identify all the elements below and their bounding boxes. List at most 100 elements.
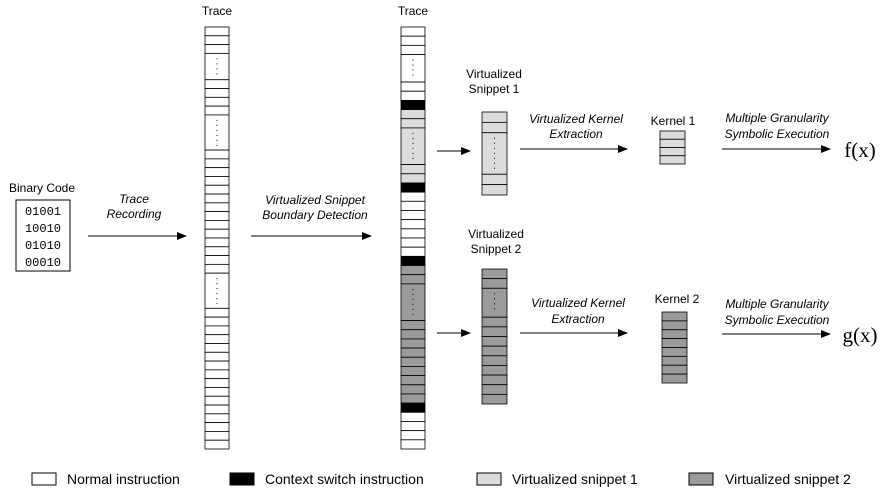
instruction-cell: [400, 90, 426, 101]
instruction-cell: [400, 191, 426, 202]
instruction-cell: [204, 422, 230, 432]
legend-swatch-context-switch: [229, 472, 255, 486]
instruction-cell: [400, 237, 426, 248]
snippet-cell: [661, 355, 688, 366]
snippet2-column: [481, 268, 508, 405]
snippet-cell: [481, 173, 508, 186]
snippet-cell: [661, 320, 688, 331]
snippet-cell: [481, 287, 508, 318]
snippet-cell: [481, 278, 508, 289]
symbolic-execution-label: Multiple Granularity: [725, 297, 829, 311]
binary-code-block: Binary Code 01001 10010 01010 00010: [9, 181, 75, 272]
instruction-cell: [204, 307, 230, 318]
instruction-cell: [204, 35, 230, 45]
instruction-cell: [204, 387, 230, 397]
binary-code-line: 00010: [25, 256, 61, 270]
snippet-cell: [400, 384, 426, 395]
instruction-cell: [204, 413, 230, 424]
instruction-cell: [400, 200, 426, 211]
instruction-cell: [204, 351, 230, 362]
snippet-cell: [481, 336, 508, 347]
symbolic-execution-label: Symbolic Execution: [725, 127, 830, 141]
instruction-cell: [204, 228, 230, 239]
instruction-cell: [400, 430, 426, 441]
instruction-cell: [204, 167, 230, 177]
symbolic-execution-label: Symbolic Execution: [725, 313, 830, 327]
binary-code-line: 01001: [25, 205, 61, 219]
instruction-cell: [204, 96, 230, 107]
instruction-cell: [400, 210, 426, 221]
instruction-cell: [400, 246, 426, 257]
trace-column: [204, 26, 230, 450]
instruction-cell: [400, 439, 426, 450]
snippet-cell: [659, 130, 686, 140]
snippet1-title: Virtualized: [466, 67, 522, 81]
snippet1-title: Snippet 1: [469, 82, 520, 96]
snippet-cell: [481, 355, 508, 366]
instruction-cell: [204, 439, 230, 450]
instruction-cell: [204, 26, 230, 37]
symbolic-execution-label: Multiple Granularity: [725, 111, 829, 125]
legend-label-snippet2: Virtualized snippet 2: [725, 471, 851, 487]
context-switch-cell: [400, 99, 426, 110]
instruction-cell: [204, 334, 230, 344]
snippet-cell: [481, 365, 508, 376]
trace-title: Trace: [398, 4, 429, 18]
instruction-cell: [204, 404, 230, 415]
trace-title: Trace: [202, 4, 233, 18]
snippet-cell: [661, 364, 688, 375]
snippet1-column: [481, 111, 508, 196]
legend-swatch-snippet1: [476, 472, 502, 486]
snippet-cell: [400, 265, 426, 276]
snippet2-title: Snippet 2: [471, 242, 522, 256]
snippet-cell: [481, 374, 508, 386]
legend: Normal instruction Context switch instru…: [31, 471, 851, 487]
instruction-cell: [204, 44, 230, 54]
kernel2-column: [661, 311, 688, 384]
snippet2-title: Virtualized: [468, 227, 524, 241]
snippet-cell: [661, 338, 688, 348]
snippet-cell: [661, 329, 688, 340]
instruction-cell: [400, 26, 426, 37]
instruction-cell: [204, 193, 230, 204]
snippet-cell: [400, 366, 426, 377]
instruction-cell: [204, 237, 230, 248]
snippet-cell: [400, 356, 426, 367]
instruction-cell: [400, 421, 426, 432]
instruction-cell: [400, 35, 426, 46]
instruction-cell: [204, 105, 230, 116]
snippet-cell: [481, 121, 508, 134]
instruction-cell: [204, 246, 230, 256]
snippet-cell: [661, 373, 688, 384]
snippet-cell: [400, 173, 426, 184]
snippet-cell: [481, 384, 508, 395]
instruction-cell: [400, 411, 426, 422]
legend-swatch-normal: [31, 472, 57, 486]
instruction-cell: [204, 431, 230, 441]
kernel1-column: [659, 130, 686, 165]
snippet-cell: [661, 311, 688, 322]
snippet-cell: [481, 268, 508, 280]
instruction-cell: [204, 176, 230, 186]
trace-column-annotated: [400, 26, 426, 450]
instruction-cell: [204, 325, 230, 336]
instruction-cell: [204, 211, 230, 221]
context-switch-cell: [400, 402, 426, 413]
binary-code-title: Binary Code: [9, 181, 75, 195]
kernel-extraction-label: Extraction: [549, 127, 603, 141]
instruction-cell: [204, 255, 230, 265]
snippet-cell: [400, 118, 426, 129]
instruction-cell: [204, 79, 230, 89]
instruction-cell: [204, 343, 230, 353]
trace-recording-label: Recording: [107, 207, 162, 221]
instruction-cell: [204, 158, 230, 169]
instruction-cell: [204, 220, 230, 230]
snippet-cell: [400, 375, 426, 386]
instruction-cell: [204, 395, 230, 406]
instruction-cell: [204, 184, 230, 195]
kernel-extraction-label: Virtualized Kernel: [531, 296, 625, 310]
snippet-cell: [481, 316, 508, 328]
snippet-cell: [400, 347, 426, 358]
boundary-detection-label: Boundary Detection: [262, 208, 368, 222]
kernel2-output: g(x): [843, 323, 878, 347]
